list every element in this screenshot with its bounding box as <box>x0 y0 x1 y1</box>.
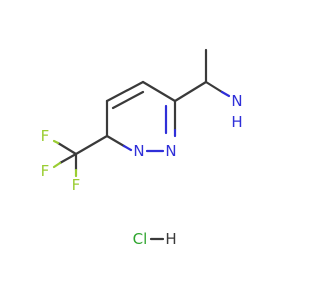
atom-nh2-h-label: H <box>231 113 242 131</box>
bond-cf3-f1 <box>56 141 78 156</box>
molecule-diagram: N N N H F F F Cl H <box>41 48 243 248</box>
atom-h-label: H <box>165 230 176 248</box>
bond-c6-n1-n <box>122 144 133 152</box>
bond-c3-c4 <box>141 80 177 103</box>
bond-cf3-f1-f <box>52 139 60 145</box>
atom-n2-label: N <box>165 142 176 160</box>
atom-n1-label: N <box>133 142 144 160</box>
bond-ch-n-n <box>220 90 231 98</box>
bond-cf3-f2-f <box>52 161 62 169</box>
bond-c4-c5-inner <box>111 90 145 110</box>
bond-c6-cf3 <box>74 134 109 156</box>
bond-ch-n <box>204 80 224 94</box>
atom-f1-label: F <box>41 127 50 145</box>
bond-cf3-f2 <box>58 152 78 165</box>
atom-f3-label: F <box>72 176 81 194</box>
bond-c4-c5 <box>105 80 145 103</box>
atom-nh2-n-label: N <box>231 92 242 110</box>
bond-c6-n1 <box>105 134 126 148</box>
bond-c3-ch <box>173 80 208 103</box>
atom-f2-label: F <box>41 162 50 180</box>
atom-cl-label: Cl <box>133 230 148 248</box>
